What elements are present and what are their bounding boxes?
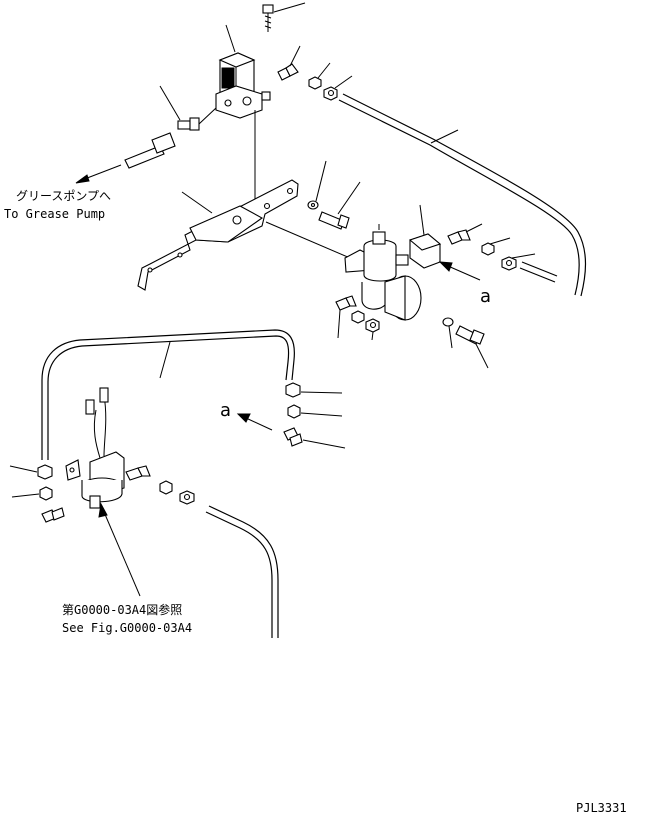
arrow-a-upper: a: [438, 261, 491, 307]
lower-left-elbow: [41, 507, 65, 523]
lower-right-elbow: [283, 427, 346, 449]
filter-nut-2: [501, 253, 536, 271]
lower-down-pipe: [205, 505, 279, 638]
top-bolt: [262, 2, 306, 32]
drawing-code: PJL3331: [576, 801, 627, 815]
upper-pipe-end: [519, 261, 558, 283]
see-fig-jp-label: 第G0000-03A4図参照: [62, 602, 182, 617]
lower-right-nipple: [287, 404, 343, 419]
see-fig-en-label: See Fig.G0000-03A4: [62, 621, 192, 635]
grease-pump-en-label: To Grease Pump: [4, 207, 105, 221]
mounting-bracket: [137, 179, 299, 291]
filter-bolt: [455, 325, 489, 369]
lower-loop-pipe: [41, 329, 295, 460]
nut-top-1: [308, 62, 331, 90]
filter-left-nut-1: [351, 310, 365, 324]
arrow-a-lower: a: [220, 400, 273, 431]
pressure-switch: [65, 387, 125, 509]
solenoid-valve: [215, 24, 271, 119]
grease-pump-jp-label: グリースポンプへ: [16, 189, 111, 203]
filter-washer: [442, 317, 454, 349]
upper-pipe: [338, 93, 587, 297]
lower-left-nipple: [11, 486, 53, 501]
arrow-a-upper-label: a: [480, 286, 491, 307]
switch-nut-2: [179, 490, 195, 505]
bracket-bolt: [318, 181, 361, 230]
nut-top-2: [323, 75, 353, 101]
filter-nut-1: [481, 237, 511, 256]
switch-elbow: [125, 465, 151, 481]
elbow-fitting-top: [277, 45, 301, 81]
grease-pump-connector: [75, 132, 176, 184]
filter-elbow-fitting: [447, 223, 483, 245]
lower-left-nut: [9, 464, 53, 480]
valve-inlet-fitting: [159, 85, 217, 131]
lower-right-nut: [285, 382, 343, 398]
filter-left-nut-2: [365, 318, 380, 341]
arrow-a-lower-label: a: [220, 400, 231, 421]
filter-assembly: [344, 204, 442, 321]
switch-nut-1: [159, 480, 173, 495]
see-fig-leader: [98, 502, 141, 597]
bracket-washer: [307, 160, 327, 210]
bracket-link-line: [265, 221, 351, 259]
filter-left-elbow: [335, 295, 357, 339]
